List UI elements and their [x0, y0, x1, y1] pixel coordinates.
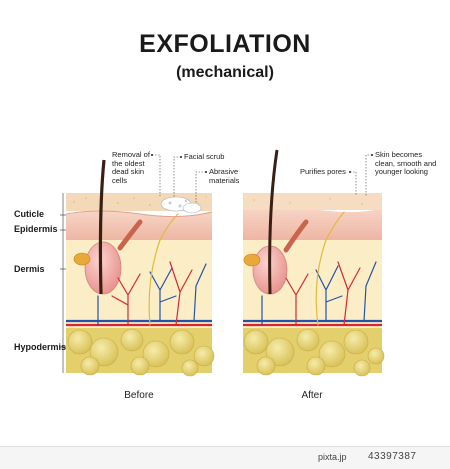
after-hair-shaft: [268, 149, 279, 295]
callout-removal-dead-cells: Removal of the oldest dead skin cells: [112, 150, 150, 185]
before-vein-branch: [149, 267, 177, 322]
after-fat-cells: [243, 328, 385, 377]
callout-purifies-pores: Purifies pores: [300, 167, 346, 176]
after-sebaceous-gland: [243, 253, 261, 267]
layer-label-ticks: [60, 193, 66, 373]
callout-facial-scrub: Facial scrub: [184, 152, 225, 161]
callout-abrasive-materials: Abrasive materials: [209, 167, 240, 185]
before-scrub-granules: [160, 196, 202, 214]
after-epidermis-layer: [243, 207, 382, 240]
label-dermis: Dermis: [14, 264, 45, 274]
footer-image-id: 43397387: [368, 451, 417, 462]
footer-brand: pixta.jp: [318, 452, 347, 462]
label-epidermis: Epidermis: [14, 224, 58, 234]
caption-after: After: [301, 390, 323, 401]
diagram-title: EXFOLIATION: [139, 30, 311, 58]
label-hypodermis: Hypodermis: [14, 342, 67, 352]
after-cuticle-layer: [243, 193, 382, 210]
before-hair-shaft: [98, 159, 106, 295]
label-cuticle: Cuticle: [14, 209, 45, 219]
before-fat-cells: [67, 328, 215, 377]
before-artery-branch-2: [169, 261, 193, 326]
before-panel: [65, 154, 215, 377]
before-artery-branch: [111, 273, 141, 326]
after-arrector-muscle: [283, 219, 309, 253]
diagram-subtitle: (mechanical): [176, 64, 274, 81]
before-vein-branch-2: [193, 263, 207, 322]
before-sebaceous-gland: [73, 252, 91, 266]
after-panel: [243, 149, 385, 377]
before-arrector-muscle: [117, 219, 143, 251]
caption-before: Before: [124, 390, 154, 401]
before-nerve: [148, 213, 179, 326]
before-hair-bulb: [84, 241, 122, 295]
callout-skin-result: Skin becomes clean, smooth and younger l…: [375, 150, 437, 176]
footer-bar: pixta.jp 43397387: [0, 446, 450, 469]
